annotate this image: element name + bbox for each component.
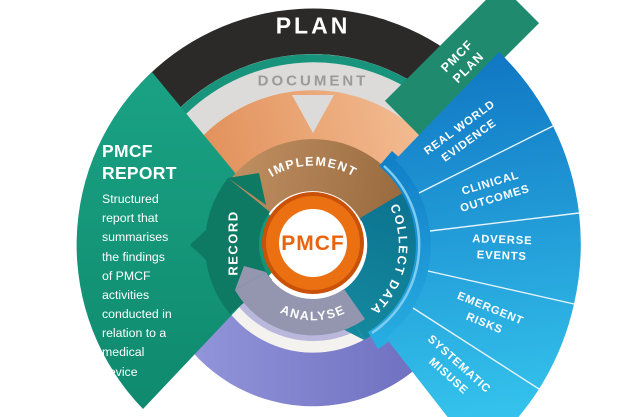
report-body: Structured report that summarises the fi…	[102, 192, 172, 379]
purple-arc	[176, 302, 436, 407]
document-arc	[177, 62, 426, 151]
center-disc	[279, 209, 347, 277]
record-arrow	[228, 173, 266, 205]
record-notch-arrow	[190, 230, 206, 260]
plan-label: PLAN	[275, 12, 351, 39]
fan-ray-emergent-risks	[413, 271, 574, 389]
fan-ray-adverse-events	[428, 213, 581, 304]
analyse-segment	[235, 272, 365, 336]
fan-ray-systematic-misuse	[386, 308, 539, 417]
report-title: PMCF REPORT	[102, 141, 177, 183]
analyse-label: ANALYSE	[278, 302, 347, 323]
fan-dividers	[412, 125, 580, 390]
document-label: DOCUMENT	[257, 72, 369, 90]
plan-arc	[140, 8, 465, 116]
thin-green-arc	[180, 54, 431, 114]
implement-segment	[230, 139, 407, 221]
salmon-flow-band	[163, 90, 435, 218]
fan-label-adverse-events: ADVERSE EVENTS	[472, 233, 533, 263]
fan-inner-stripe	[371, 165, 421, 335]
fan-ray-real-world-evidence	[395, 52, 553, 193]
pmcf-center-label: PMCF	[281, 232, 345, 255]
analyse-arrow	[235, 266, 266, 290]
fan-ray-clinical-outcomes	[419, 126, 579, 231]
salmon-top-notch	[292, 95, 334, 133]
pmcf-plan-ribbon	[384, 0, 540, 140]
cream-gap-arc	[224, 299, 400, 353]
report-sector	[76, 72, 296, 409]
record-label: RECORD	[225, 210, 241, 276]
